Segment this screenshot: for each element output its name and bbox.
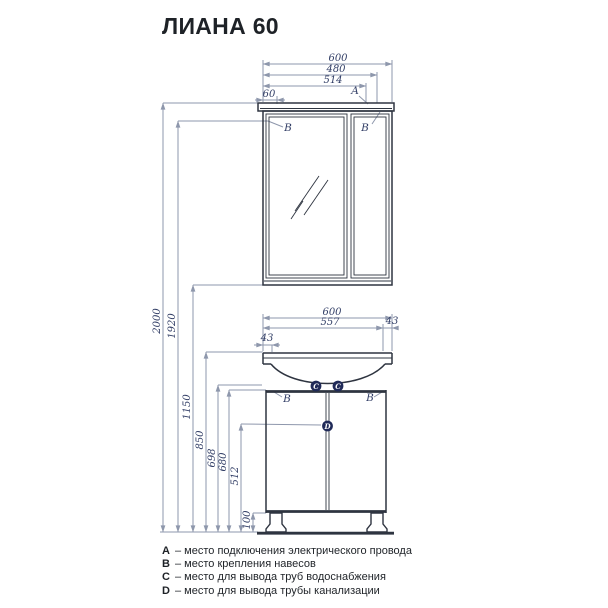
point-letter-c2: C (335, 382, 341, 391)
legend-letter-c: C (162, 571, 170, 584)
dim-height-basin-top: 850 (195, 430, 206, 450)
mirror-cabinet-body (262, 110, 393, 286)
mirror-cabinet-cornice (257, 102, 395, 112)
dim-height-mirror-bottom: 1150 (182, 394, 193, 420)
left-leg (265, 512, 287, 533)
legend-text-a: – место подключения электрического прово… (175, 545, 412, 557)
washbasin (262, 352, 393, 385)
label-power-point: A (350, 85, 359, 97)
mirror-cabinet (257, 102, 395, 286)
dimension-lines (160, 60, 399, 533)
legend-letter-a: A (162, 545, 170, 557)
dim-mirror-power-offset: 514 (323, 75, 342, 86)
dim-mirror-hanger-offset: 60 (263, 89, 276, 100)
side-cabinet-door (350, 113, 390, 279)
legend-letter-b: B (162, 558, 170, 571)
dim-height-total: 2000 (152, 308, 163, 335)
legend-text-c: – место для вывода труб водоснабжения (175, 571, 386, 584)
dimension-texts: 600 480 514 60 2000 1920 1150 850 698 68… (152, 53, 398, 530)
dim-height-cabinet-top: 680 (218, 452, 229, 472)
legend: A – место подключения электрического про… (162, 545, 412, 598)
label-sink-hanger-left: B (282, 393, 291, 405)
sink-base-cabinet (257, 390, 394, 535)
dim-sink-hanger-right: 557 (320, 317, 340, 328)
legend-item-b: B – место крепления навесов (162, 558, 412, 571)
dim-height-water: 698 (207, 448, 218, 467)
dim-height-hangers: 1920 (167, 313, 178, 339)
legend-text-b: – место крепления навесов (175, 558, 316, 571)
point-letters: A B B B B (282, 85, 374, 405)
dim-height-legs: 100 (242, 510, 253, 530)
mirror-glass-hatch (290, 175, 329, 220)
drain-point (322, 420, 333, 432)
legend-item-d: D – место для вывода трубы канализации (162, 585, 412, 598)
dim-mirror-width: 600 (328, 53, 348, 64)
legend-item-a: A – место подключения электрического про… (162, 545, 412, 558)
mirror-door (265, 113, 348, 279)
label-mirror-hanger-right: B (360, 122, 369, 134)
dim-sink-offset-left: 43 (260, 333, 274, 344)
water-supply-point-2 (332, 380, 344, 392)
page-title: ЛИАНА 60 (162, 13, 279, 39)
label-mirror-hanger-left: B (283, 122, 292, 134)
point-letter-c1: C (313, 382, 319, 391)
legend-letter-d: D (162, 584, 170, 597)
legend-item-c: C – место для вывода труб водоснабжения (162, 571, 412, 584)
legend-text-d: – место для вывода трубы канализации (175, 584, 380, 597)
water-supply-point-1 (310, 380, 322, 392)
label-sink-hanger-right: B (365, 392, 374, 404)
dim-height-drain: 512 (230, 466, 241, 485)
dim-sink-width: 600 (322, 307, 342, 318)
dim-mirror-hanger-span: 480 (325, 64, 346, 75)
basin-bowl-curve (270, 363, 386, 385)
dim-sink-offset-right: 43 (385, 316, 399, 327)
point-letter-d: D (323, 422, 331, 431)
right-leg (366, 512, 388, 533)
